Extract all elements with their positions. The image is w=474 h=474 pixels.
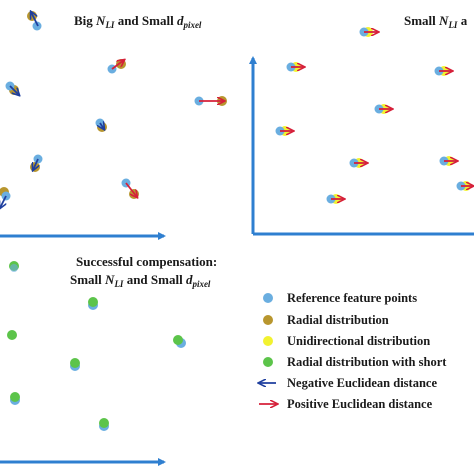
legend-label-reference: Reference feature points: [287, 291, 417, 305]
legend-short-marker: [263, 357, 273, 367]
legend-reference-marker: [263, 293, 273, 303]
short-radial-point: [88, 297, 98, 307]
short-radial-point: [173, 335, 183, 345]
bottom-left-title-line2: Small NLI and Small dpixel: [70, 272, 211, 289]
short-radial-point: [99, 418, 109, 428]
legend-label-positive: Positive Euclidean distance: [287, 397, 433, 411]
top-left-title: Big NLI and Small dpixel: [74, 13, 202, 30]
top-left-points: [0, 11, 227, 208]
top-right-points: [275, 27, 474, 204]
positive-arrow: [125, 182, 137, 197]
short-radial-point: [70, 358, 80, 368]
negative-arrow: [0, 195, 7, 208]
top-right-title: Small NLI a: [404, 13, 468, 30]
positive-arrow: [111, 60, 124, 70]
legend-label-short: Radial distribution with short: [287, 355, 447, 369]
bottom-left-points: [7, 261, 186, 431]
legend: Reference feature points Radial distribu…: [259, 291, 447, 411]
short-radial-point: [7, 330, 17, 340]
legend-label-unidirectional: Unidirectional distribution: [287, 334, 430, 348]
short-radial-point: [10, 392, 20, 402]
negative-arrow: [100, 123, 104, 129]
reference-point: [10, 264, 18, 272]
negative-arrow: [9, 85, 19, 95]
negative-arrow: [33, 158, 38, 170]
legend-unidirectional-marker: [263, 336, 273, 346]
legend-label-negative: Negative Euclidean distance: [287, 376, 437, 390]
bottom-left-title-line1: Successful compensation:: [76, 254, 217, 269]
negative-arrow: [31, 12, 39, 27]
top-right-axes: [249, 56, 474, 236]
legend-label-radial: Radial distribution: [287, 313, 389, 327]
legend-radial-marker: [263, 315, 273, 325]
